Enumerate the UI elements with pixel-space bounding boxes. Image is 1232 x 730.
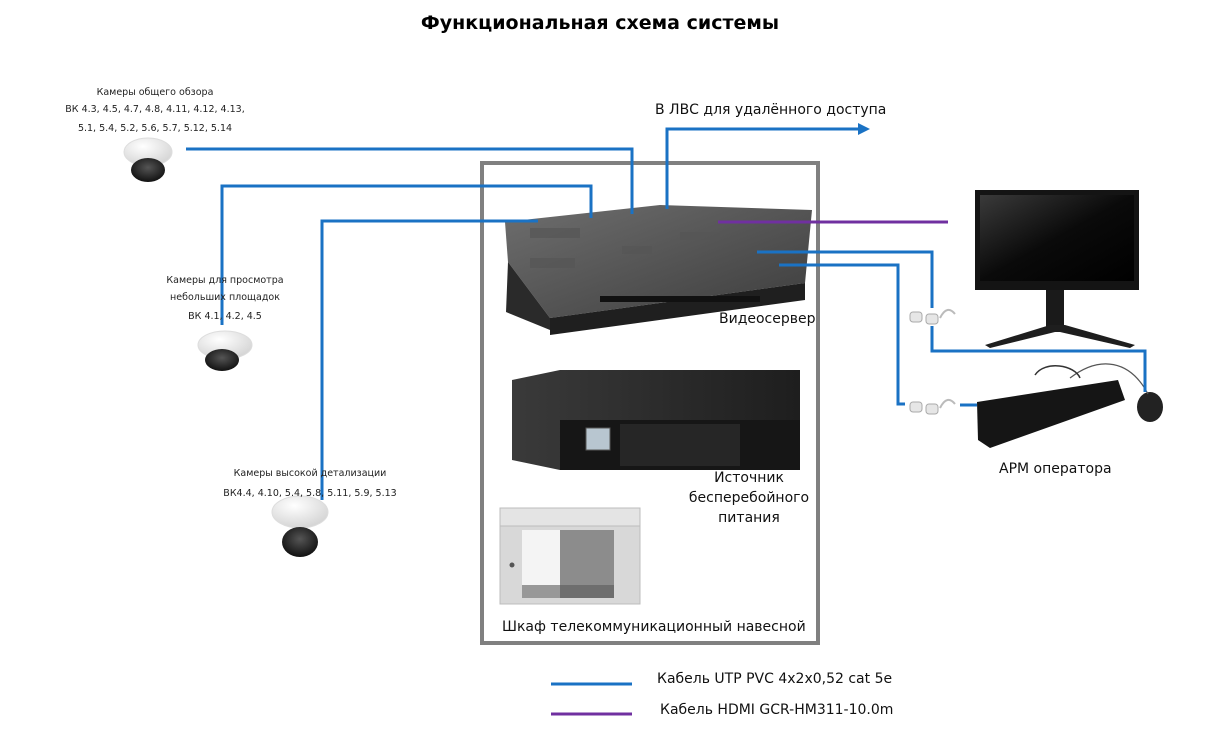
camera-group-title: Камеры для просмотра bbox=[166, 275, 284, 286]
ups-image bbox=[512, 370, 800, 470]
utp-cable-lan bbox=[665, 127, 860, 209]
keyboard-mouse-image bbox=[977, 363, 1163, 448]
utp-cable-overview bbox=[186, 147, 634, 214]
rack-frame bbox=[480, 161, 820, 645]
video-server-label: Видеосервер bbox=[719, 311, 816, 327]
diagram-title: Функциональная схема системы bbox=[420, 12, 780, 34]
camera-group-ids: 5.1, 5.4, 5.2, 5.6, 5.7, 5.12, 5.14 bbox=[77, 123, 233, 134]
cabinet-label: Шкаф телекоммуникационный навесной bbox=[502, 619, 806, 635]
camera-group-high-detail-caption: Камеры высокой детализации ВК4.4, 4.10, … bbox=[212, 465, 408, 502]
extender-adapter-2 bbox=[909, 398, 956, 415]
ups-label-line: Источник bbox=[714, 470, 784, 486]
camera-high-detail-image bbox=[271, 495, 329, 557]
telecom-cabinet-image bbox=[499, 507, 641, 605]
ups-label-line: питания bbox=[718, 510, 780, 526]
camera-group-ids: ВК 4.1, 4.2, 4.5 bbox=[188, 311, 262, 322]
extender-adapter-1 bbox=[909, 308, 956, 325]
camera-group-ids: ВК 4.3, 4.5, 4.7, 4.8, 4.11, 4.12, 4.13, bbox=[65, 104, 245, 115]
monitor-image bbox=[975, 190, 1139, 348]
camera-overview-image bbox=[123, 137, 173, 182]
lan-arrow-head bbox=[858, 123, 870, 135]
ups-label-line: бесперебойного bbox=[688, 490, 810, 506]
ups-label: Источник бесперебойного питания bbox=[682, 468, 816, 528]
camera-group-title: Камеры общего обзора bbox=[96, 87, 214, 98]
camera-group-small-area-caption: Камеры для просмотра небольших площадок … bbox=[150, 272, 300, 325]
workstation-label: АРМ оператора bbox=[999, 461, 1112, 477]
camera-group-overview-caption: Камеры общего обзора ВК 4.3, 4.5, 4.7, 4… bbox=[62, 84, 248, 137]
utp-cable-server-to-keyboard bbox=[779, 263, 977, 407]
legend-label-hdmi: Кабель HDMI GCR-HM311-10.0m bbox=[660, 702, 894, 718]
camera-group-title: Камеры высокой детализации bbox=[233, 468, 387, 479]
camera-small-area-image bbox=[197, 330, 253, 371]
legend-label-utp: Кабель UTP PVC 4x2x0,52 cat 5e bbox=[657, 671, 893, 687]
utp-cable-high-detail bbox=[320, 219, 538, 500]
camera-group-ids: ВК4.4, 4.10, 5.4, 5.8, 5.11, 5.9, 5.13 bbox=[223, 488, 397, 499]
camera-group-title: небольших площадок bbox=[170, 292, 280, 303]
lan-access-label: В ЛВС для удалённого доступа bbox=[655, 102, 887, 118]
